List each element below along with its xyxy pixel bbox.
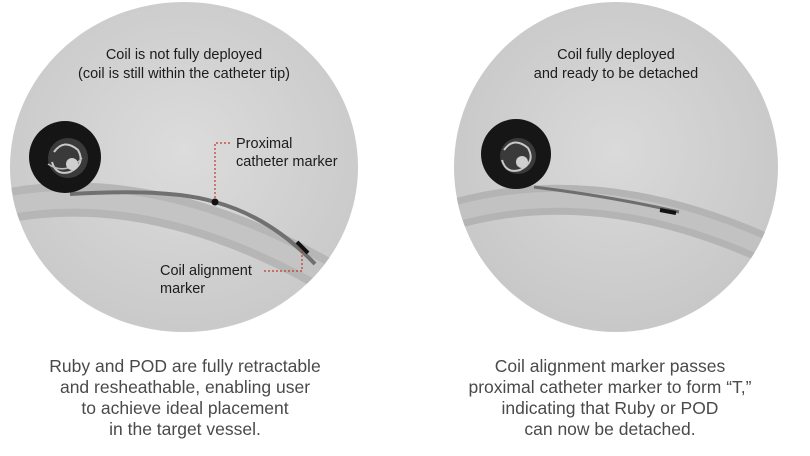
left-panel: Coil is not fully deployed (coil is stil… <box>10 2 358 439</box>
coil <box>481 119 551 189</box>
coil-marker-label: Coil alignment marker <box>160 263 252 297</box>
angiogram-illustration <box>10 2 358 332</box>
proximal-catheter-marker <box>211 198 219 206</box>
coil <box>29 121 101 193</box>
right-caption: Coil alignment marker passes proximal ca… <box>468 356 752 439</box>
right-disc-title: Coil fully deployed and ready to be deta… <box>454 46 778 84</box>
t-formed-markers <box>659 208 677 215</box>
title-line: and ready to be detached <box>533 66 699 82</box>
title-line: Coil fully deployed <box>557 47 675 63</box>
right-panel: Coil fully deployed and ready to be deta… <box>405 0 810 456</box>
title-line: Coil is not fully deployed <box>105 47 263 63</box>
coil-marker-leader <box>262 251 303 272</box>
angiogram-illustration <box>454 2 778 332</box>
fluoroscopy-image-not-deployed: Coil is not fully deployed (coil is stil… <box>10 2 358 332</box>
catheter <box>533 185 680 214</box>
proximal-marker-label: Proximal catheter marker <box>236 136 338 170</box>
title-line: (coil is still within the catheter tip) <box>78 66 290 82</box>
coil-alignment-marker <box>295 240 310 255</box>
fluoroscopy-image-deployed: Coil fully deployed and ready to be deta… <box>454 2 778 332</box>
left-caption: Ruby and POD are fully retractable and r… <box>49 356 321 439</box>
left-disc-title: Coil is not fully deployed (coil is stil… <box>10 46 358 84</box>
